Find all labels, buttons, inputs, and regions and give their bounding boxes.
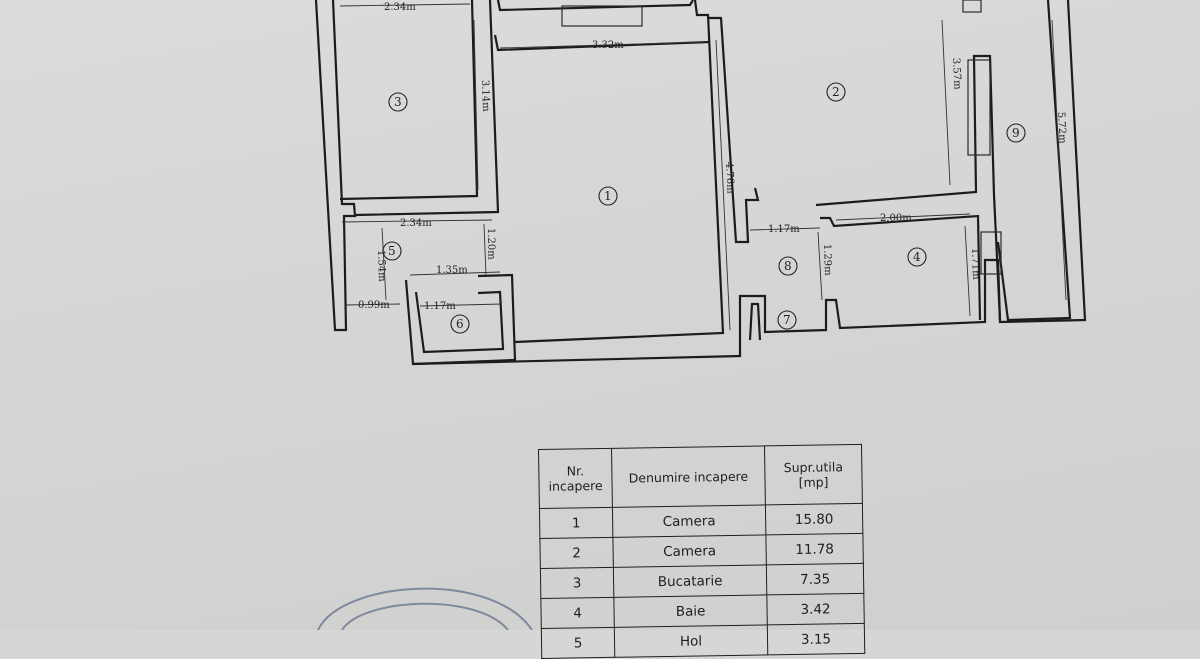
dim-text: 0.99m [358,300,390,311]
window-top [561,5,643,27]
dim-text: 2.34m [384,2,416,13]
dim-text: 1.20m [485,228,497,260]
dimension-texts: 2.34m 3.32m 3.14m 4.76m 2.34m 1.20m 1.54… [358,2,1068,312]
room-area-table: Nr. incapere Denumire incapere Supr.util… [538,444,865,659]
dim-text: 1.17m [768,224,800,235]
dim-text: 3.57m [950,58,963,91]
table-header-row: Nr. incapere Denumire incapere Supr.util… [538,444,863,509]
room-number: 3 [394,95,402,109]
dim-text: 5.72m [1055,112,1068,145]
dim-text: 2.00m [880,213,912,224]
cell-name: Camera [612,504,766,538]
dim-text: 3.14m [479,80,491,113]
dim-text: 2.34m [400,218,432,229]
room-number: 6 [456,317,464,331]
room-number: 9 [1012,126,1020,140]
cell-nr: 1 [539,507,613,539]
table-row: 5 Hol 3.15 [541,623,865,659]
cell-nr: 4 [540,597,615,629]
cell-area: 3.15 [767,623,865,655]
cell-name: Camera [612,534,767,568]
cell-area: 3.42 [766,593,865,625]
cell-area: 7.35 [766,563,864,595]
header-usable-area: Supr.utila [mp] [764,444,863,505]
floor-plan: 2.34m 3.32m 3.14m 4.76m 2.34m 1.20m 1.54… [314,0,1087,366]
room-number: 4 [913,250,921,264]
cell-area: 11.78 [765,533,864,565]
room-number: 7 [783,313,791,327]
header-room-number: Nr. incapere [538,448,613,509]
dim-text: 1.17m [424,301,456,312]
room-number: 1 [604,189,612,203]
closet-9 [967,59,991,156]
cell-nr: 3 [540,567,614,599]
cell-nr: 5 [541,627,615,659]
room-labels: 1 2 3 4 5 6 7 8 9 [382,82,1026,334]
dim-text: 1.29m [821,244,833,277]
dim-text: 4.76m [723,162,736,195]
official-stamp [317,587,533,630]
room-number: 8 [784,259,792,273]
dimension-lines [339,3,1067,331]
cell-nr: 2 [539,537,614,569]
cell-name: Baie [613,594,768,628]
dim-text: 1.35m [436,265,468,276]
dim-text: 1.71m [969,248,981,281]
header-room-name: Denumire incapere [611,445,766,508]
room-number: 2 [832,85,840,99]
dim-text: 1.54m [375,250,387,283]
cell-name: Bucatarie [613,564,767,598]
dim-text: 3.32m [592,40,624,51]
window-right [962,0,982,13]
room-number: 5 [388,244,396,258]
cell-area: 15.80 [765,503,863,535]
duct-4 [980,231,1002,275]
